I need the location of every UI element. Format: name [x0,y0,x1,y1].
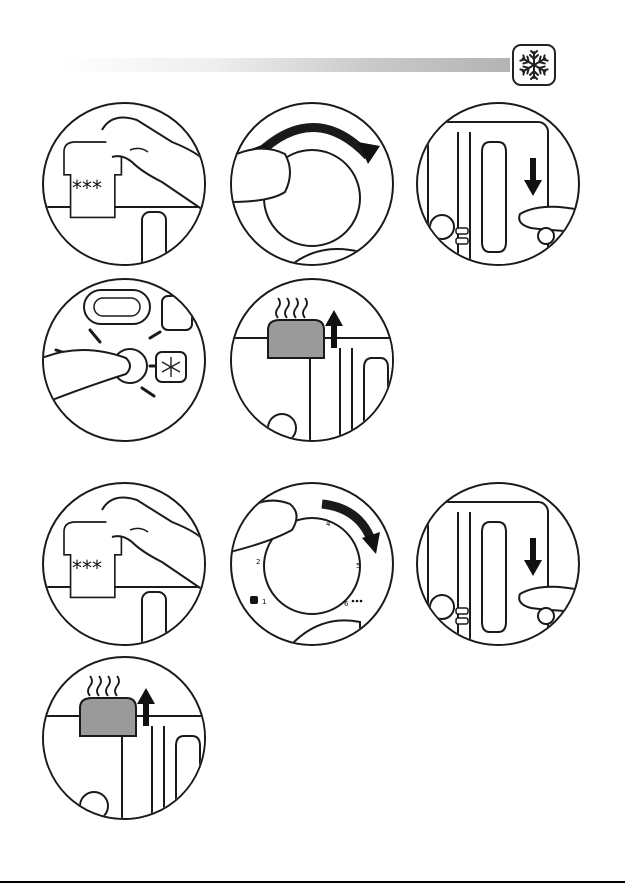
dial-number-2: 2 [256,558,260,566]
step-5-toast-pops-up [230,278,394,442]
toast-mode-icon [250,596,258,604]
step-9-toast-pops-up [42,656,206,820]
step-7-turn-dial-numbered: 4 2 5 1 6 [230,482,394,646]
header-gradient-bar [58,58,510,72]
dial-number-1: 1 [262,598,266,606]
dial-number-4: 4 [326,520,331,528]
dial-number-6: 6 [344,600,349,608]
step-2-turn-dial [230,102,394,266]
dial-number-5: 5 [356,562,360,570]
freeze-stars: *** [72,556,102,580]
step-6-insert-frozen-bread: *** [42,482,206,646]
step-4-press-defrost-button [42,278,206,442]
step-3-push-lever-down [416,102,580,266]
freeze-stars: *** [72,176,102,200]
page-bottom-rule [0,881,625,883]
step-8-push-lever-down [416,482,580,646]
snowflake-icon [512,44,556,86]
step-1-insert-frozen-bread: *** [42,102,206,266]
